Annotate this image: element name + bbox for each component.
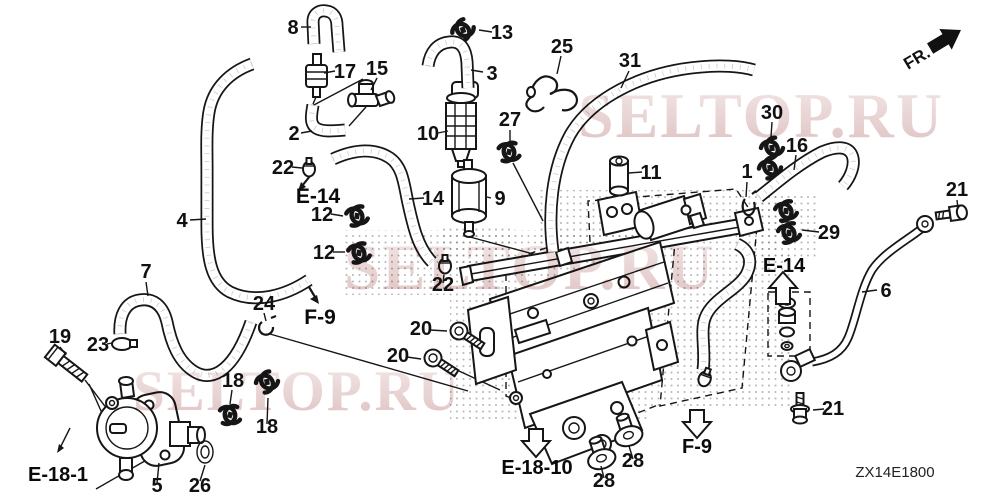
- callout-27: 27: [499, 109, 521, 131]
- callout-14: 14: [422, 188, 445, 210]
- hose-7: [113, 293, 258, 382]
- hose-8: [306, 4, 346, 53]
- callout-7: 7: [140, 261, 151, 283]
- callout-3: 3: [486, 63, 497, 85]
- e18-1-arrow: [57, 427, 71, 453]
- hose-3: [421, 35, 475, 89]
- callout-24: 24: [253, 293, 276, 315]
- callout-25: 25: [551, 36, 573, 58]
- watermark-top: SELTOP.RU: [578, 80, 944, 151]
- callout-21a: 21: [946, 179, 968, 201]
- hose-f9-panel: [696, 238, 757, 372]
- ref-f9-left: F-9: [304, 306, 336, 329]
- ref-e18-10: E-18-10: [501, 457, 572, 479]
- callout-16: 16: [786, 135, 808, 157]
- callout-31: 31: [619, 50, 641, 72]
- callout-22a: 22: [272, 157, 294, 179]
- fuel-pipe-6: [780, 215, 934, 382]
- clamp-27: [496, 139, 522, 164]
- ref-f9-right: F-9: [682, 436, 712, 458]
- callout-20a: 20: [410, 318, 432, 340]
- washer-stack-e14: [778, 297, 796, 351]
- callout-18b: 18: [256, 416, 278, 438]
- watermark-middle: SELTOP.RU: [344, 232, 716, 304]
- f9-right-down-arrow: [680, 409, 714, 440]
- wire-clamp-25: [525, 75, 578, 113]
- callout-12a: 12: [311, 204, 333, 226]
- callout-1: 1: [741, 161, 752, 183]
- callout-8: 8: [287, 17, 298, 39]
- callout-17: 17: [334, 61, 356, 83]
- callout-22b: 22: [432, 274, 454, 296]
- hose-31: [544, 59, 756, 253]
- ref-e14-left: E-14: [296, 185, 341, 208]
- bolt-21-top: [934, 204, 968, 223]
- pump-assembly: [96, 376, 206, 481]
- fr-label: FR.: [900, 43, 933, 73]
- watermarks: SELTOP.RU SELTOP.RU SELTOP.RU: [133, 80, 944, 423]
- bolt-21-bottom: [790, 392, 810, 425]
- callout-21b: 21: [822, 398, 844, 420]
- callout-2: 2: [288, 123, 299, 145]
- joint-17: [305, 53, 328, 98]
- leader-lines: [59, 26, 959, 484]
- bolt-19: [43, 343, 89, 383]
- callout-13: 13: [491, 22, 513, 44]
- callout-19: 19: [49, 326, 71, 348]
- stipple-texture: [345, 190, 820, 420]
- fr-direction-indicator: FR.: [900, 28, 961, 73]
- callout-26: 26: [189, 475, 211, 497]
- fr-arrow-icon: [927, 28, 961, 54]
- callout-23: 23: [87, 334, 109, 356]
- clamp-22a: [302, 157, 316, 178]
- callout-5: 5: [151, 475, 162, 497]
- e18-10-down-arrow: [519, 428, 553, 459]
- callout-10: 10: [417, 123, 439, 145]
- hose-2: [304, 103, 346, 138]
- o-ring-26: [196, 440, 214, 464]
- tee-joint-15: [347, 79, 396, 108]
- clip-1: [741, 190, 757, 217]
- clamp-12a: [345, 204, 370, 227]
- callout-11: 11: [640, 162, 661, 184]
- hose-4: [200, 57, 313, 305]
- diagram-code: ZX14E1800: [855, 464, 934, 481]
- hose-14: [330, 144, 437, 267]
- callout-4: 4: [176, 210, 188, 232]
- callout-18a: 18: [222, 370, 244, 392]
- fuel-strainer-10: [445, 81, 479, 168]
- callout-6: 6: [880, 280, 891, 302]
- tube-11: [609, 155, 629, 197]
- callout-20b: 20: [387, 345, 409, 367]
- callout-28b: 28: [593, 470, 615, 492]
- callout-28a: 28: [622, 450, 644, 472]
- e14-right-up-arrow: [766, 270, 800, 305]
- callout-30: 30: [761, 102, 783, 124]
- f9-left-arrow: [308, 286, 319, 304]
- ref-e14-right: E-14: [763, 255, 806, 277]
- callout-9: 9: [494, 188, 505, 210]
- ref-e18-1: E-18-1: [28, 464, 88, 486]
- throttle-body-assembly: [458, 190, 765, 466]
- clip-23: [111, 337, 138, 351]
- clip-24: [257, 314, 277, 336]
- callout-15: 15: [366, 58, 388, 80]
- hose-16: [754, 141, 860, 203]
- watermark-bottom: SELTOP.RU: [133, 360, 461, 423]
- callout-29: 29: [818, 222, 840, 244]
- wire-clamp-25-eye: [526, 86, 536, 98]
- fuel-filter-9: [451, 159, 487, 238]
- callout-12b: 12: [313, 242, 335, 264]
- e14-left-arrow: [298, 175, 311, 191]
